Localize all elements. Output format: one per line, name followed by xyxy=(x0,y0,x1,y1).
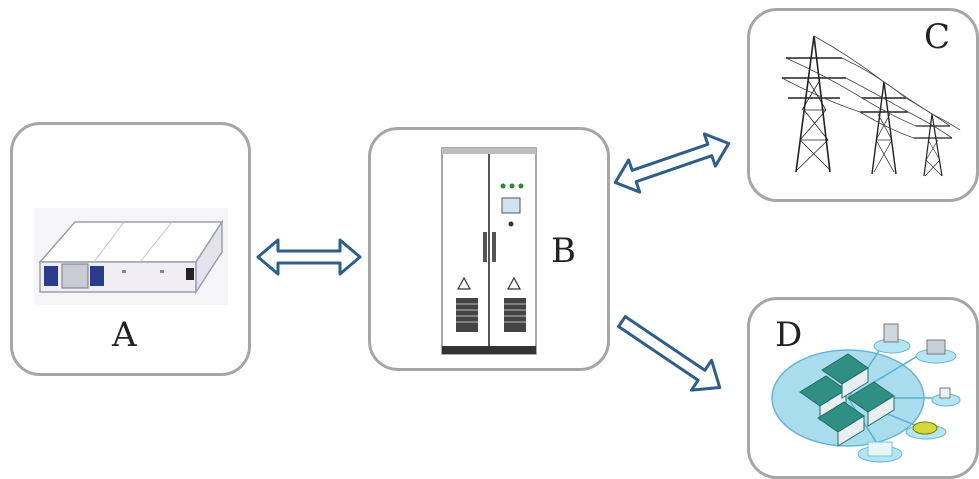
node-d-label: D xyxy=(775,315,803,355)
node-c-label: C xyxy=(924,17,951,57)
node-c-box xyxy=(747,8,979,202)
battery-pack-icon xyxy=(34,208,228,305)
node-b-label: B xyxy=(551,231,576,271)
arrow-b-to-d xyxy=(617,315,722,392)
power-grid-towers-icon xyxy=(781,35,961,177)
node-a-label: A xyxy=(112,315,137,355)
bidirectional-arrow-b-c xyxy=(613,132,731,194)
bidirectional-arrow-a-b xyxy=(256,238,362,276)
power-converter-cabinet-icon xyxy=(441,147,537,355)
microgrid-loads-icon xyxy=(771,323,961,463)
